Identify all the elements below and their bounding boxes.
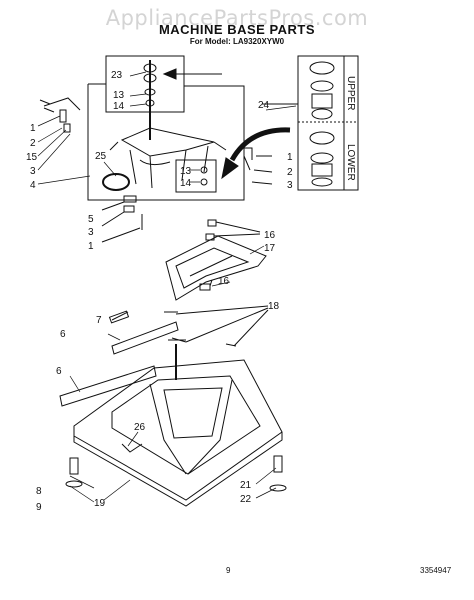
pulley-inset-box — [87, 55, 245, 201]
side-label-upper: UPPER — [345, 76, 356, 110]
callout-19: 19 — [94, 498, 106, 509]
callout-16-upper: 16 — [264, 230, 276, 241]
pointer-arrow-upper — [162, 68, 222, 80]
callout-9: 9 — [36, 502, 42, 513]
callout-14: 14 — [113, 101, 125, 112]
side-panel — [262, 55, 359, 191]
callout-17: 17 — [264, 243, 276, 254]
callout-1-left: 1 — [30, 123, 36, 134]
callout-15: 15 — [26, 152, 38, 163]
leveling-legs — [65, 443, 287, 492]
callout-6-upper: 6 — [60, 329, 66, 340]
callout-13-inset: 13 — [180, 166, 192, 177]
left-bolt-hardware — [39, 97, 81, 133]
mid-bolt-hardware — [101, 195, 143, 243]
base-hub — [109, 127, 227, 189]
clip-inset-box — [175, 159, 217, 193]
callout-6-lower: 6 — [56, 366, 62, 377]
callout-4: 4 — [30, 180, 36, 191]
leveling-brackets — [59, 305, 269, 407]
shelf-bracket — [165, 219, 267, 301]
callout-5: 5 — [88, 214, 94, 225]
leader-lines — [37, 71, 297, 503]
callout-3-left: 3 — [30, 166, 36, 177]
callout-26: 26 — [134, 422, 146, 433]
watermark: AppliancePartsPros.com — [105, 6, 369, 30]
callout-labels: 23 13 14 1 2 15 3 25 4 24 1 2 3 13 14 5 … — [26, 70, 293, 513]
callout-3-mid: 3 — [88, 227, 94, 238]
pulley-stack — [143, 60, 157, 140]
callout-18: 18 — [268, 301, 280, 312]
callout-1-mid: 1 — [88, 241, 94, 252]
belt-icon — [102, 173, 130, 191]
cabinet-base-frame — [73, 339, 283, 507]
callout-16-lower: 16 — [218, 276, 230, 287]
callout-14-inset: 14 — [180, 178, 192, 189]
callout-2-left: 2 — [30, 138, 36, 149]
pointer-arrow-curved — [221, 127, 291, 180]
callout-13: 13 — [113, 90, 125, 101]
callout-24: 24 — [258, 100, 270, 111]
callout-8: 8 — [36, 486, 42, 497]
diagram-title: MACHINE BASE PARTS — [158, 22, 316, 37]
side-label-lower: LOWER — [345, 144, 356, 181]
document-number: 3354947 — [420, 566, 452, 575]
diagram-subtitle: For Model: LA9320XYW0 — [189, 37, 285, 46]
callout-7: 7 — [96, 315, 102, 326]
page-number: 9 — [226, 566, 231, 575]
callout-22: 22 — [240, 494, 252, 505]
callout-23: 23 — [111, 70, 123, 81]
callout-25: 25 — [95, 151, 107, 162]
callout-3-right: 3 — [287, 180, 293, 191]
callout-1-right: 1 — [287, 152, 293, 163]
callout-21: 21 — [240, 480, 252, 491]
right-bolt-hardware — [242, 147, 273, 185]
callout-2-right: 2 — [287, 167, 293, 178]
